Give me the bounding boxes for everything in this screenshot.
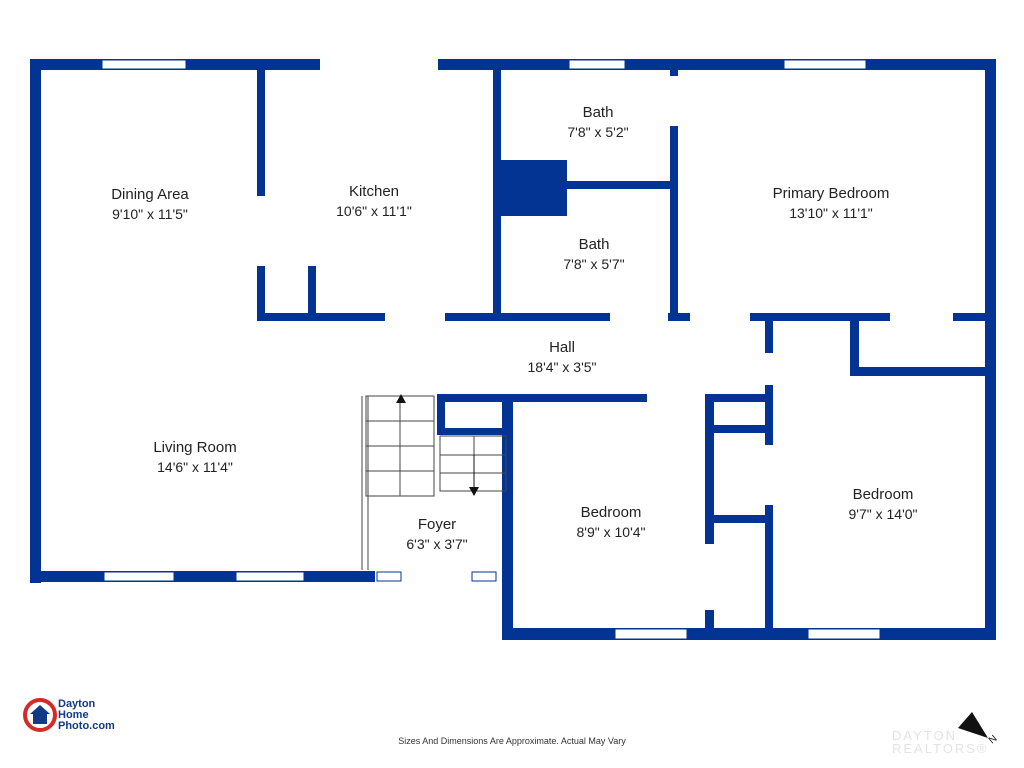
room-label-bath-2: Bath — [579, 236, 610, 253]
logo-line-3: Photo.com — [58, 720, 115, 732]
room-dims-bath-2: 7'8" x 5'7" — [563, 256, 624, 272]
room-dims-bedroom-1: 8'9" x 10'4" — [577, 524, 646, 540]
room-label-foyer: Foyer — [418, 516, 456, 533]
room-dims-bath-1: 7'8" x 5'2" — [567, 124, 628, 140]
walls — [30, 59, 996, 640]
room-label-bedroom-1: Bedroom — [581, 504, 642, 521]
room-dims-living-room: 14'6" x 11'4" — [157, 459, 233, 475]
room-label-kitchen: Kitchen — [349, 183, 399, 200]
watermark-line-2: REALTORS® — [892, 741, 989, 756]
logo-line-2: Home — [58, 709, 89, 721]
stair-down-arrow-icon — [469, 487, 479, 496]
room-label-hall: Hall — [549, 339, 575, 356]
watermark: DAYTON REALTORS® — [892, 729, 988, 755]
kitchen-opening — [320, 59, 438, 70]
room-dims-hall: 18'4" x 3'5" — [528, 359, 597, 375]
room-dims-foyer: 6'3" x 3'7" — [406, 536, 467, 552]
room-label-primary-bedroom: Primary Bedroom — [773, 185, 890, 202]
disclaimer-text: Sizes And Dimensions Are Approximate. Ac… — [398, 736, 626, 746]
stair-up-arrow-icon — [396, 394, 406, 403]
room-labels: Dining Area 9'10" x 11'5" Kitchen 10'6" … — [111, 104, 917, 552]
room-label-dining-area: Dining Area — [111, 186, 189, 203]
stairs — [361, 395, 507, 570]
house-badge-icon — [23, 698, 57, 732]
room-label-living-room: Living Room — [153, 439, 236, 456]
watermark-line-1: DAYTON — [892, 728, 957, 743]
room-dims-primary-bedroom: 13'10" x 11'1" — [789, 205, 873, 221]
room-dims-dining-area: 9'10" x 11'5" — [112, 206, 188, 222]
logo-line-1: Dayton — [58, 698, 96, 710]
windows — [101, 59, 881, 640]
room-dims-bedroom-2: 9'7" x 14'0" — [849, 506, 918, 522]
logo-text: Dayton Home Photo.com — [58, 699, 115, 732]
room-label-bedroom-2: Bedroom — [853, 486, 914, 503]
room-dims-kitchen: 10'6" x 11'1" — [336, 203, 412, 219]
room-label-bath-1: Bath — [583, 104, 614, 121]
